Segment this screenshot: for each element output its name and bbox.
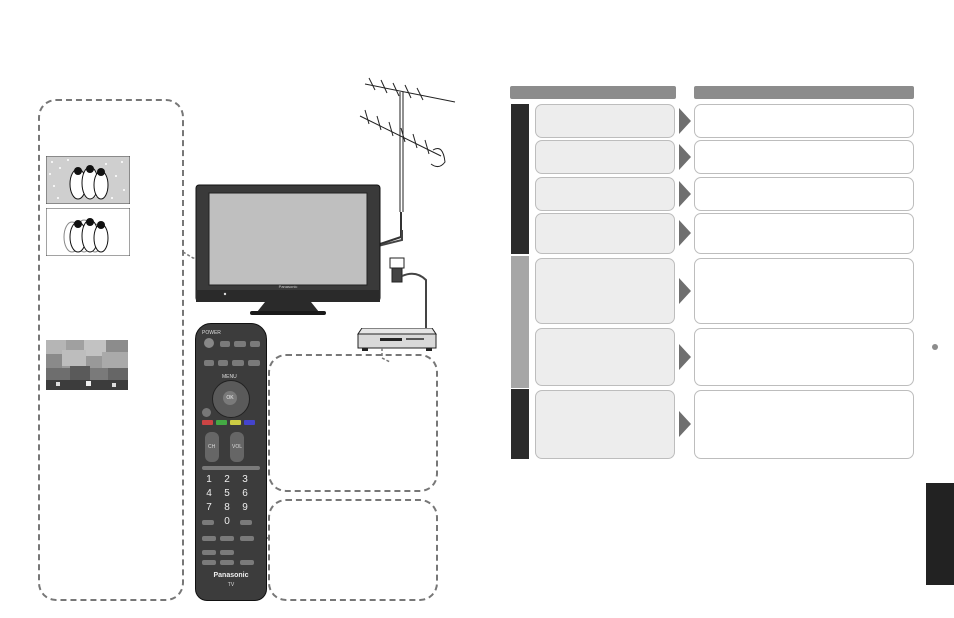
table-header-left bbox=[510, 86, 676, 99]
symptom-cell-2 bbox=[535, 140, 675, 174]
solution-cell-6 bbox=[694, 328, 914, 386]
penguin-illustration-icon bbox=[69, 165, 109, 200]
navigation-ring[interactable] bbox=[212, 380, 250, 418]
pixelated-picture-example bbox=[46, 340, 128, 390]
hdmi-plug-icon bbox=[389, 257, 427, 334]
arrow-right-icon bbox=[679, 220, 691, 246]
picture-examples-box bbox=[38, 99, 184, 601]
side-tab-top bbox=[511, 104, 529, 254]
number-key-0[interactable]: 0 bbox=[224, 516, 230, 527]
number-key-9[interactable]: 9 bbox=[242, 502, 248, 513]
remote-control-icon: POWER MENU OK CH VOL 1 2 3 4 5 6 7 8 9 0… bbox=[195, 323, 267, 601]
number-key-4[interactable]: 4 bbox=[206, 488, 212, 499]
arrow-right-icon bbox=[679, 278, 691, 304]
connector-line bbox=[183, 251, 203, 259]
arrow-right-icon bbox=[679, 181, 691, 207]
remote-note-box bbox=[268, 499, 438, 601]
ok-button[interactable]: OK bbox=[223, 391, 237, 405]
symptom-cell-1 bbox=[535, 104, 675, 138]
channel-rocker[interactable] bbox=[205, 432, 219, 462]
arrow-right-icon bbox=[679, 411, 691, 437]
arrow-right-icon bbox=[679, 144, 691, 170]
solution-cell-3 bbox=[694, 177, 914, 211]
number-key-1[interactable]: 1 bbox=[206, 474, 212, 485]
number-key-7[interactable]: 7 bbox=[206, 502, 212, 513]
solution-cell-1 bbox=[694, 104, 914, 138]
tv-brand: Panasonic bbox=[279, 284, 298, 289]
volume-rocker[interactable] bbox=[230, 432, 244, 462]
tv-icon: Panasonic bbox=[195, 184, 381, 315]
connector-line bbox=[381, 348, 391, 363]
snowy-picture-example bbox=[46, 156, 130, 204]
solution-cell-2 bbox=[694, 140, 914, 174]
remote-ch-label: CH bbox=[208, 444, 216, 450]
antenna-cable bbox=[377, 230, 403, 247]
remote-menu-label: MENU bbox=[222, 374, 237, 380]
number-key-8[interactable]: 8 bbox=[224, 502, 230, 513]
remote-power-label: POWER bbox=[202, 330, 221, 336]
remote-model: TV bbox=[227, 582, 235, 588]
number-key-5[interactable]: 5 bbox=[224, 488, 230, 499]
symptom-cell-3 bbox=[535, 177, 675, 211]
side-tab-middle bbox=[511, 256, 529, 388]
symptom-cell-4 bbox=[535, 213, 675, 254]
arrow-right-icon bbox=[679, 344, 691, 370]
symptom-cell-6 bbox=[535, 328, 675, 386]
number-key-3[interactable]: 3 bbox=[242, 474, 248, 485]
margin-bullet bbox=[932, 344, 938, 350]
power-button[interactable] bbox=[204, 338, 214, 348]
side-tab-bottom bbox=[511, 389, 529, 459]
solution-cell-7 bbox=[694, 390, 914, 459]
ghost-picture-example bbox=[46, 208, 130, 256]
solution-cell-5 bbox=[694, 258, 914, 324]
solution-cell-4 bbox=[694, 213, 914, 254]
number-key-2[interactable]: 2 bbox=[224, 474, 230, 485]
symptom-cell-7 bbox=[535, 390, 675, 459]
set-top-box-icon bbox=[357, 328, 437, 351]
remote-vol-label: VOL bbox=[232, 444, 243, 450]
number-key-6[interactable]: 6 bbox=[242, 488, 248, 499]
remote-brand: Panasonic bbox=[213, 572, 249, 579]
symptom-cell-5 bbox=[535, 258, 675, 324]
section-tab bbox=[926, 483, 954, 585]
table-header-right bbox=[694, 86, 914, 99]
arrow-right-icon bbox=[679, 108, 691, 134]
set-top-box-note-box bbox=[268, 354, 438, 492]
